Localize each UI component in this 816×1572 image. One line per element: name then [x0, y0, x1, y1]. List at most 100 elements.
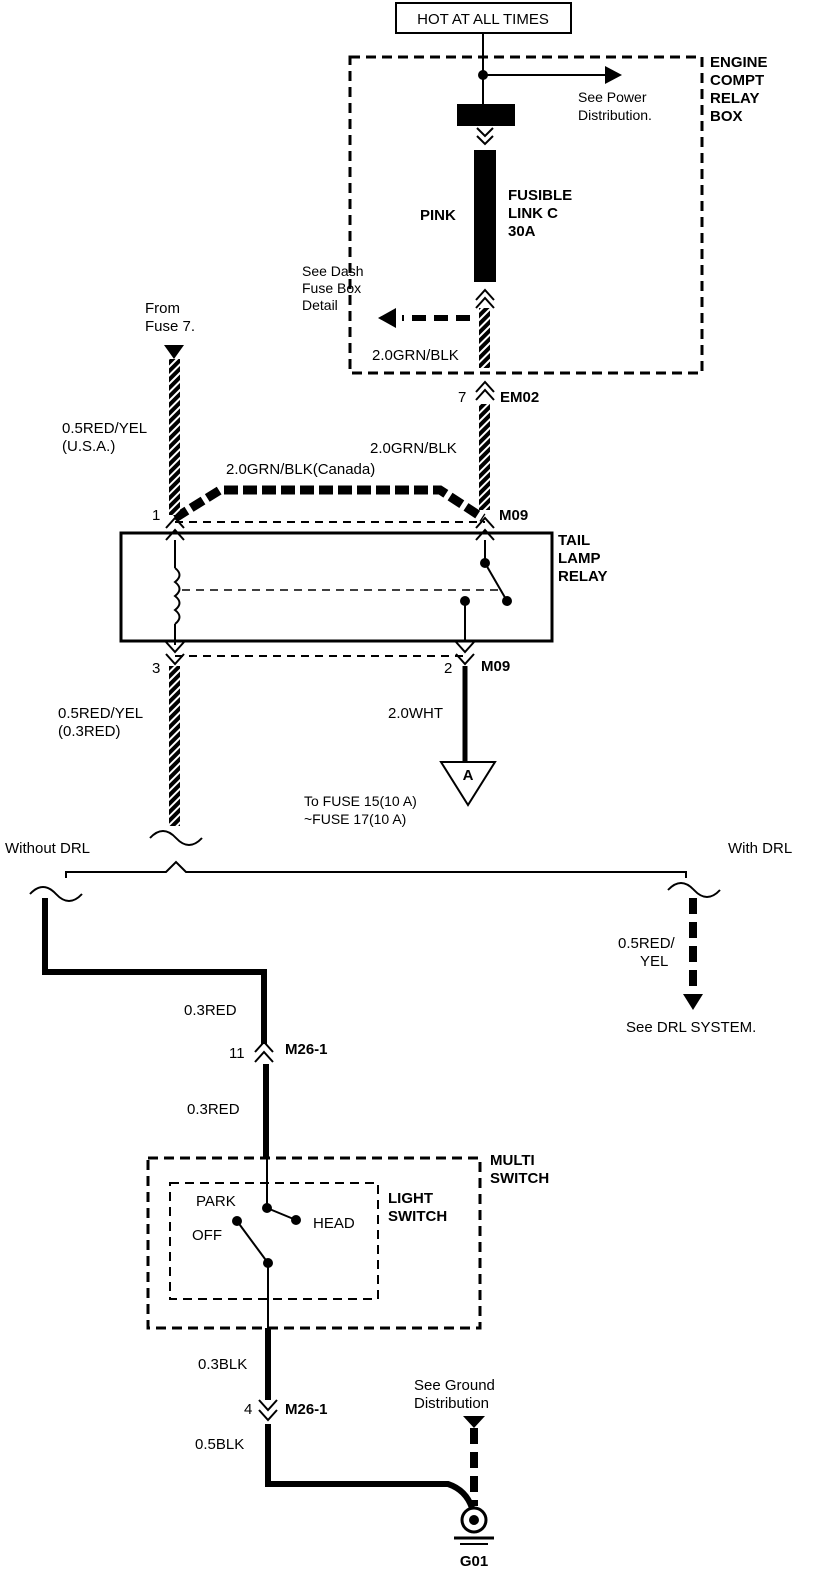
- without-drl-label: Without DRL: [5, 840, 90, 857]
- relay-coil-icon: [173, 567, 181, 625]
- drl-wire-2: YEL: [640, 953, 668, 970]
- park-head-bridge: [266, 1207, 297, 1221]
- relay-box-wire-label: 2.0GRN/BLK: [372, 347, 459, 364]
- light-switch-1: LIGHT: [388, 1190, 433, 1207]
- fuse-name-3: 30A: [508, 223, 536, 240]
- ground-see-1: See Ground: [414, 1377, 495, 1394]
- dash-detail-1: See Dash: [302, 263, 363, 279]
- from-fuse-2: Fuse 7.: [145, 318, 195, 335]
- relay-box-name-4: BOX: [710, 108, 743, 125]
- light-switch-2: SWITCH: [388, 1208, 447, 1225]
- multi-switch: MULTI SWITCH LIGHT SWITCH: [146, 1152, 549, 1330]
- m26-bottom-connector-icon: [258, 1399, 278, 1422]
- without-drl-break-icon: [29, 886, 83, 902]
- relay-name-2: LAMP: [558, 550, 601, 567]
- switch-head-label: HEAD: [313, 1215, 355, 1232]
- fuse-holder-block: [457, 104, 515, 126]
- pin2-connector-icon: [455, 641, 475, 666]
- to-fuse-2: ~FUSE 17(10 A): [304, 811, 406, 827]
- tail-lamp-relay: TAIL LAMP RELAY: [119, 521, 607, 657]
- header-title: HOT AT ALL TIMES: [417, 11, 549, 28]
- relay-name-1: TAIL: [558, 532, 590, 549]
- ground-symbol-icon: [454, 1506, 494, 1545]
- drl-wire-1: 0.5RED/: [618, 935, 676, 952]
- wire-break-icon: [149, 830, 203, 846]
- contact-tip-dot: [502, 596, 512, 606]
- multi-switch-1: MULTI: [490, 1152, 535, 1169]
- fuse-name-1: FUSIBLE: [508, 187, 572, 204]
- fuse-connector-icon: [476, 127, 494, 146]
- red-wire-upper: [42, 898, 267, 1044]
- drl-see-label: See DRL SYSTEM.: [626, 1019, 756, 1036]
- switch-park-label: PARK: [196, 1193, 236, 1210]
- relay-contact-arm: [484, 562, 508, 602]
- relay-pin-1: 1: [152, 507, 160, 524]
- light-switch-arm: [236, 1220, 269, 1264]
- red-yel-relay-out-wire: [169, 666, 180, 826]
- relay-pin-3: 3: [152, 660, 160, 677]
- red-wire-label-1: 0.3RED: [184, 1002, 237, 1019]
- with-drl-label: With DRL: [728, 840, 792, 857]
- m26-bottom-name: M26-1: [285, 1401, 328, 1418]
- pin1-connector-icon: [165, 516, 185, 541]
- blk-wire-label-2: 0.5BLK: [195, 1436, 244, 1453]
- relay-name-3: RELAY: [558, 568, 607, 585]
- drl-arrow-icon: [683, 994, 703, 1010]
- head-contact-dot: [291, 1215, 301, 1225]
- grn-blk-wire-upper: [479, 308, 490, 368]
- relay-box-name-2: COMPT: [710, 72, 764, 89]
- see-power-1: See Power: [578, 89, 647, 105]
- see-power-2: Distribution.: [578, 107, 652, 123]
- relay-box-name-1: ENGINE: [710, 54, 768, 71]
- em02-wire-label: 2.0GRN/BLK: [370, 440, 457, 457]
- engine-compt-relay-box: ENGINE COMPT RELAY BOX: [348, 54, 768, 375]
- fuse-lower-connector-icon: [475, 288, 495, 309]
- fuse-name-2: LINK C: [508, 205, 558, 222]
- ground-dist-arrow-icon: [463, 1416, 485, 1428]
- power-distribution-arrow-icon: [605, 66, 622, 84]
- ref-a-label: A: [463, 767, 474, 784]
- dash-detail-2: Fuse Box: [302, 280, 361, 296]
- relay-conn-bottom: M09: [481, 658, 510, 675]
- dash-detail-3: Detail: [302, 297, 338, 313]
- ground-label: G01: [460, 1553, 488, 1570]
- relay-out-wire-2: (0.3RED): [58, 723, 121, 740]
- power-source-header: HOT AT ALL TIMES: [395, 2, 572, 34]
- relay-out-wire-1: 0.5RED/YEL: [58, 705, 143, 722]
- canada-wire-label: 2.0GRN/BLK(Canada): [226, 461, 375, 478]
- m26-top-connector-icon: [254, 1040, 274, 1063]
- usa-wire-2: (U.S.A.): [62, 438, 115, 455]
- ground-see-2: Distribution: [414, 1395, 489, 1412]
- relay-box-name-3: RELAY: [710, 90, 759, 107]
- with-drl-break-icon: [667, 882, 721, 898]
- wht-wire-label: 2.0WHT: [388, 705, 443, 722]
- m26-top-pin: 11: [229, 1045, 245, 1062]
- usa-wire-1: 0.5RED/YEL: [62, 420, 147, 437]
- from-fuse-arrow-icon: [164, 345, 184, 359]
- m26-top-name: M26-1: [285, 1041, 328, 1058]
- fuse-color-label: PINK: [420, 207, 456, 224]
- dash-fuse-arrow-icon: [378, 308, 396, 328]
- fusible-link-c: [474, 150, 496, 282]
- em02-name: EM02: [500, 389, 539, 406]
- multi-switch-2: SWITCH: [490, 1170, 549, 1187]
- pin3-connector-icon: [165, 641, 185, 666]
- ref-a-triangle-icon: [439, 761, 497, 807]
- to-fuse-1: To FUSE 15(10 A): [304, 793, 417, 809]
- option-bracket: [65, 860, 687, 878]
- em02-pin: 7: [458, 389, 466, 406]
- red-yel-usa-wire: [169, 359, 180, 515]
- relay-conn-top: M09: [499, 507, 528, 524]
- m09-top-connector-icon: [475, 516, 495, 541]
- switch-off-label: OFF: [192, 1227, 222, 1244]
- red-wire-label-2: 0.3RED: [187, 1101, 240, 1118]
- grn-blk-wire-lower: [479, 404, 490, 510]
- em02-connector-icon: [475, 380, 495, 401]
- from-fuse-1: From: [145, 300, 180, 317]
- blk-wire-label-1: 0.3BLK: [198, 1356, 247, 1373]
- relay-pin-2: 2: [444, 660, 452, 677]
- m26-bottom-pin: 4: [244, 1401, 252, 1418]
- canada-wire: [172, 485, 486, 522]
- blk-wire-lower: [265, 1424, 475, 1510]
